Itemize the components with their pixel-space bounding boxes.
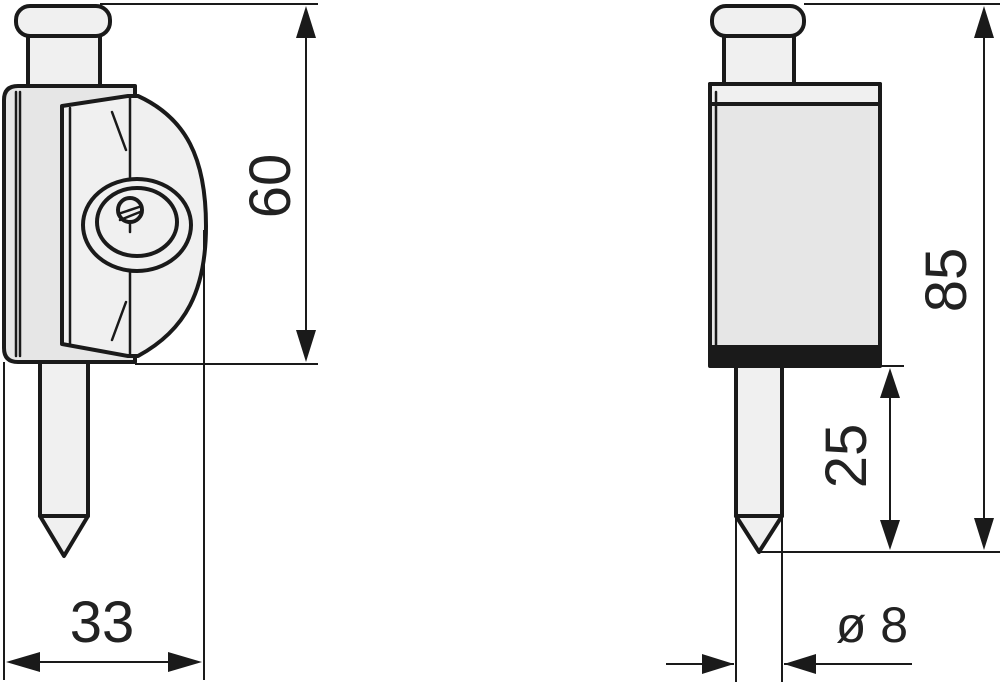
front-height-dimension [100,3,318,365]
pin-diameter-dimension [666,516,912,682]
front-width-label: 33 [70,590,135,655]
pin-diameter-label: ø 8 [836,597,908,653]
pin-length-dimension [880,365,904,550]
front-top-cap [14,4,112,92]
side-view: 85 25 ø 8 [666,3,1000,682]
pin-length-label: 25 [814,424,879,489]
side-total-height-dimension [760,3,1000,553]
side-total-height-label: 85 [914,248,979,313]
front-view: 60 33 [2,3,318,680]
front-pin [38,358,90,558]
lock-cylinder [81,177,193,273]
front-height-label: 60 [238,154,303,219]
side-pin [734,364,784,554]
front-width-dimension [3,230,205,680]
side-body [708,82,882,368]
side-top-cap [710,4,806,92]
